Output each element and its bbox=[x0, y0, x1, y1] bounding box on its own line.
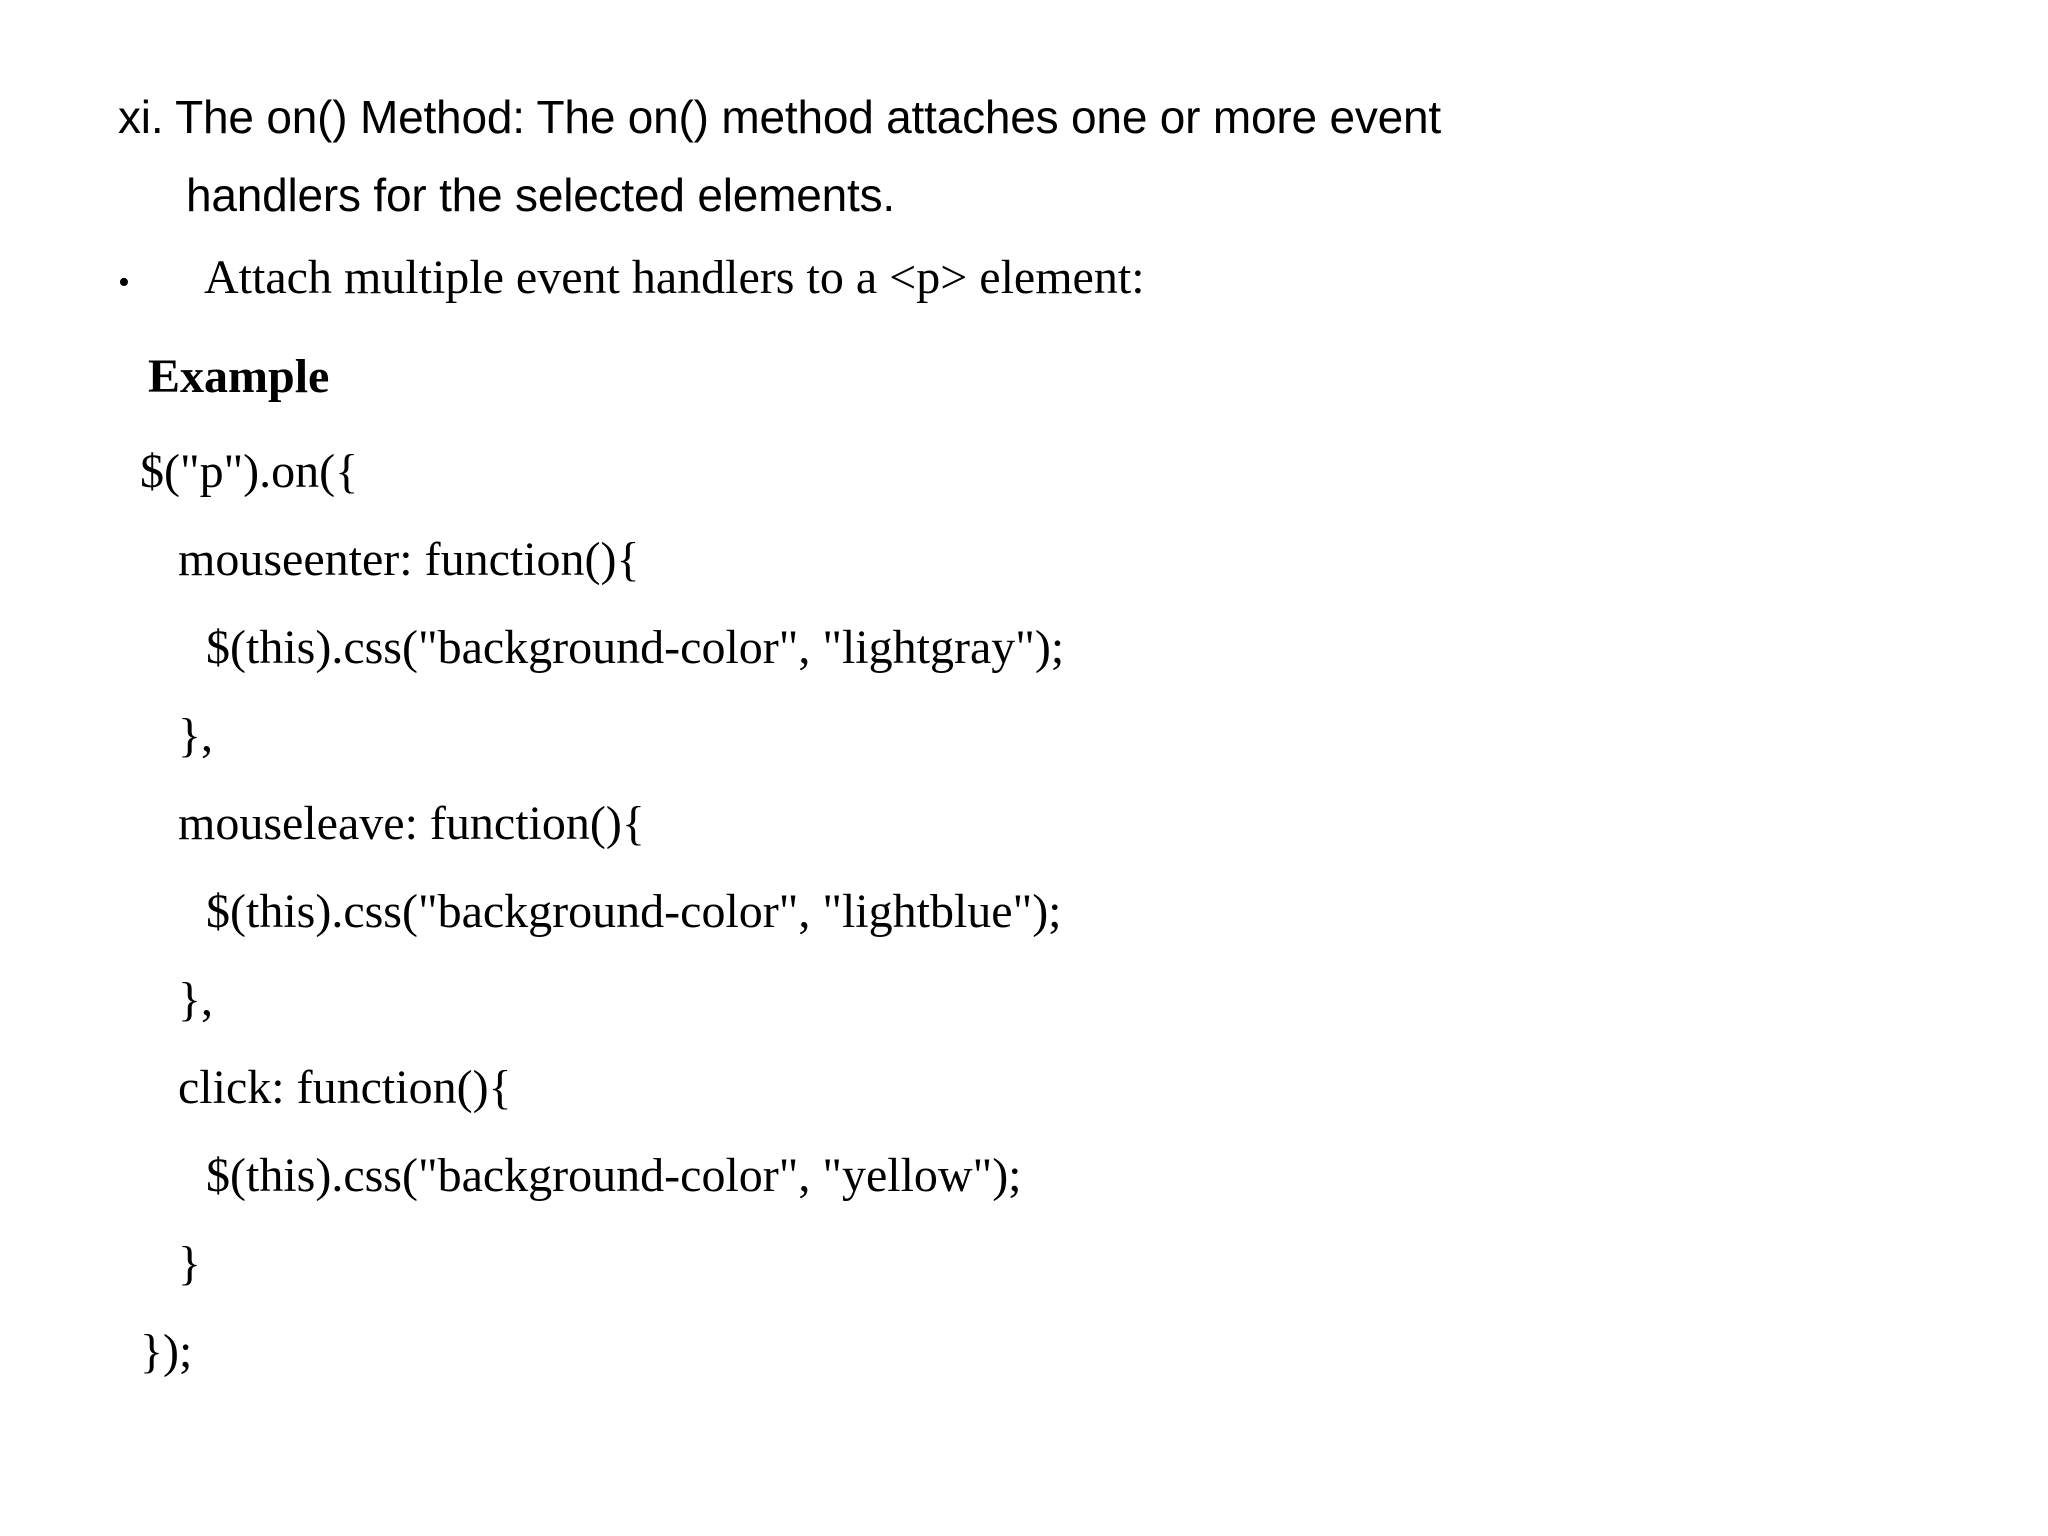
bullet-item: • Attach multiple event handlers to a <p… bbox=[118, 248, 1938, 308]
code-line: mouseleave: function(){ bbox=[178, 797, 645, 850]
code-line: $("p").on({ bbox=[140, 445, 359, 498]
code-line: }, bbox=[178, 973, 214, 1026]
code-line: $(this).css("background-color", "lightgr… bbox=[206, 621, 1065, 674]
code-line: mouseenter: function(){ bbox=[178, 533, 640, 586]
code-block: $("p").on({ mouseenter: function(){ $(th… bbox=[140, 428, 1960, 1396]
heading-block: xi. The on() Method: The on() method att… bbox=[118, 78, 1938, 234]
code-line: }); bbox=[140, 1325, 193, 1378]
bullet-item-label: Attach multiple event handlers to a <p> … bbox=[204, 251, 1145, 304]
heading-line-1: xi. The on() Method: The on() method att… bbox=[118, 91, 1441, 143]
code-line: }, bbox=[178, 709, 214, 762]
code-line: $(this).css("background-color", "yellow"… bbox=[206, 1149, 1022, 1202]
bullet-marker-icon: • bbox=[118, 264, 130, 301]
code-line: } bbox=[178, 1237, 202, 1290]
code-line: $(this).css("background-color", "lightbl… bbox=[206, 885, 1062, 938]
code-line: click: function(){ bbox=[178, 1061, 512, 1114]
heading-line-2: handlers for the selected elements. bbox=[186, 169, 895, 221]
example-heading: Example bbox=[148, 350, 330, 403]
